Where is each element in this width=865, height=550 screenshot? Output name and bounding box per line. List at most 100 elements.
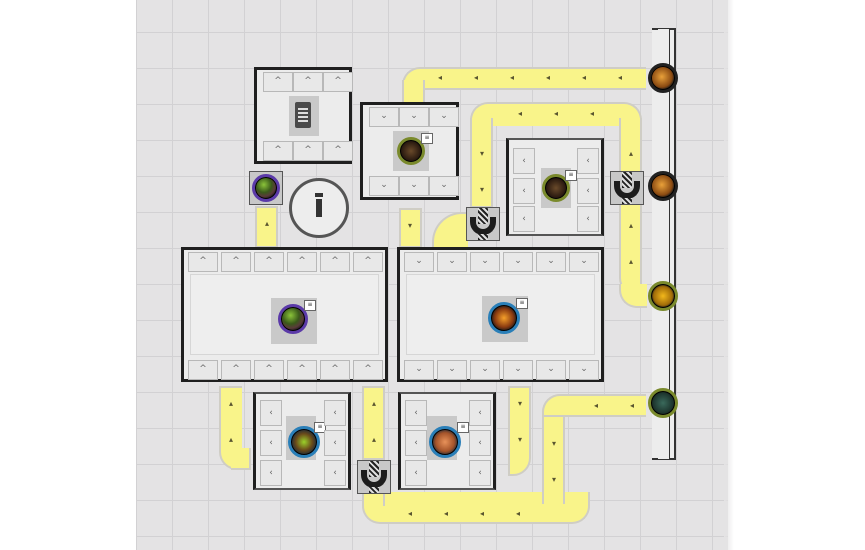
port-up[interactable]: ^ — [263, 72, 293, 92]
mine-4-crystal-ore-icon[interactable] — [648, 388, 678, 418]
port-down[interactable]: ⌄ — [503, 360, 533, 380]
arrow-icon: ▴ — [228, 435, 233, 444]
conveyor-loop-left[interactable] — [470, 118, 493, 208]
arrow-icon: ◂ — [515, 509, 520, 518]
arrow-icon: ▴ — [628, 257, 633, 266]
splitter-mid[interactable] — [466, 207, 500, 241]
arrow-icon: ◂ — [617, 73, 622, 82]
tower-icon-body — [316, 199, 322, 217]
port-left[interactable]: ‹ — [469, 460, 491, 486]
port-down[interactable]: ⌄ — [503, 252, 533, 272]
port-up[interactable]: ^ — [320, 360, 350, 380]
port-down[interactable]: ⌄ — [569, 360, 599, 380]
hub-core[interactable] — [289, 178, 349, 238]
crafter-bottom-right[interactable]: ‹ ‹ ‹ ≡ ‹ ‹ ‹ — [398, 392, 496, 490]
factory-large-left[interactable]: ^ ^ ^ ^ ^ ^ ≡ ^ ^ ^ ^ ^ ^ — [181, 247, 388, 382]
port-down[interactable]: ⌄ — [429, 176, 459, 196]
arrow-icon: ◂ — [553, 109, 558, 118]
conveyor-bottom-left-end[interactable] — [231, 448, 251, 470]
port-left[interactable]: ‹ — [577, 148, 599, 174]
smelter-top-middle[interactable]: ⌄ ⌄ ⌄ ≡ ⌄ ⌄ ⌄ — [360, 102, 459, 200]
port-up[interactable]: ^ — [188, 360, 218, 380]
arrow-icon: ▾ — [517, 435, 522, 444]
port-left[interactable]: ‹ — [577, 178, 599, 204]
port-left[interactable]: ‹ — [260, 460, 282, 486]
tower-icon — [315, 193, 323, 197]
conveyor-mid-bottom[interactable] — [362, 386, 385, 460]
port-left[interactable]: ‹ — [513, 206, 535, 232]
conveyor-top[interactable] — [402, 67, 646, 90]
port-down[interactable]: ⌄ — [369, 107, 399, 127]
mine-1-copper-ore-icon[interactable] — [648, 63, 678, 93]
smelter-top-right[interactable]: ‹ ‹ ‹ ≡ ‹ ‹ ‹ — [506, 138, 604, 236]
port-up[interactable]: ^ — [323, 72, 353, 92]
recipe-badge: ≡ — [565, 170, 577, 181]
splitter-right[interactable] — [610, 171, 644, 205]
port-up[interactable]: ^ — [323, 141, 353, 161]
mine-2-copper-ore-icon[interactable] — [648, 171, 678, 201]
splitter-stripe — [478, 234, 488, 240]
port-down[interactable]: ⌄ — [470, 360, 500, 380]
game-board[interactable]: ◂ ◂ ◂ ◂ ◂ ◂ ◂ ◂ ◂ ▾ ▾ ▴ ▴ ▴ ▾ ▴ ▴ ▴ ▴ ▴ … — [136, 0, 734, 550]
port-left[interactable]: ‹ — [513, 178, 535, 204]
factory-large-right[interactable]: ⌄ ⌄ ⌄ ⌄ ⌄ ⌄ ≡ ⌄ ⌄ ⌄ ⌄ ⌄ ⌄ — [397, 247, 604, 382]
conveyor-loop-right[interactable] — [619, 118, 642, 296]
port-left[interactable]: ‹ — [260, 430, 282, 456]
mine-3-gold-ore-icon[interactable] — [648, 281, 678, 311]
port-down[interactable]: ⌄ — [399, 107, 429, 127]
conveyor-curve-right-factory[interactable] — [432, 212, 468, 248]
port-up[interactable]: ^ — [254, 360, 284, 380]
bronze-lump-icon — [397, 137, 425, 165]
port-up[interactable]: ^ — [287, 252, 317, 272]
splitter-stripe — [478, 208, 488, 224]
conveyor-to-mine-3[interactable] — [619, 284, 647, 308]
port-left[interactable]: ‹ — [469, 400, 491, 426]
port-up[interactable]: ^ — [353, 252, 383, 272]
port-left[interactable]: ‹ — [577, 206, 599, 232]
output-slot[interactable] — [249, 171, 283, 205]
port-left[interactable]: ‹ — [324, 460, 346, 486]
recipe-badge: ≡ — [516, 298, 528, 309]
port-down[interactable]: ⌄ — [437, 360, 467, 380]
port-up[interactable]: ^ — [287, 360, 317, 380]
port-up[interactable]: ^ — [188, 252, 218, 272]
port-left[interactable]: ‹ — [513, 148, 535, 174]
port-down[interactable]: ⌄ — [536, 252, 566, 272]
green-circuit-stack-icon — [278, 304, 308, 334]
port-down[interactable]: ⌄ — [369, 176, 399, 196]
splitter-bottom[interactable] — [357, 460, 391, 494]
port-left[interactable]: ‹ — [324, 430, 346, 456]
port-up[interactable]: ^ — [254, 252, 284, 272]
arrow-icon: ◂ — [473, 73, 478, 82]
conveyor-top-down-leg[interactable] — [402, 80, 425, 104]
port-up[interactable]: ^ — [263, 141, 293, 161]
port-down[interactable]: ⌄ — [429, 107, 459, 127]
port-left[interactable]: ‹ — [405, 430, 427, 456]
port-left[interactable]: ‹ — [405, 460, 427, 486]
port-up[interactable]: ^ — [293, 141, 323, 161]
crafter-bottom-left[interactable]: ‹ ‹ ‹ ≡ ‹ ‹ ‹ — [253, 392, 351, 490]
port-down[interactable]: ⌄ — [536, 360, 566, 380]
port-up[interactable]: ^ — [221, 360, 251, 380]
port-down[interactable]: ⌄ — [470, 252, 500, 272]
port-down[interactable]: ⌄ — [404, 360, 434, 380]
port-up[interactable]: ^ — [293, 72, 323, 92]
port-up[interactable]: ^ — [353, 360, 383, 380]
port-down[interactable]: ⌄ — [437, 252, 467, 272]
arrow-icon: ◂ — [581, 73, 586, 82]
port-left[interactable]: ‹ — [405, 400, 427, 426]
port-left[interactable]: ‹ — [469, 430, 491, 456]
conveyor-loop-top[interactable] — [470, 102, 642, 126]
port-left[interactable]: ‹ — [260, 400, 282, 426]
arrow-icon: ◂ — [509, 73, 514, 82]
assembler-top-left[interactable]: ^ ^ ^ ^ ^ ^ — [254, 67, 353, 164]
port-left[interactable]: ‹ — [324, 400, 346, 426]
copper-cube-icon — [429, 426, 461, 458]
port-down[interactable]: ⌄ — [569, 252, 599, 272]
port-down[interactable]: ⌄ — [404, 252, 434, 272]
port-up[interactable]: ^ — [221, 252, 251, 272]
port-down[interactable]: ⌄ — [399, 176, 429, 196]
arrow-icon: ◂ — [443, 509, 448, 518]
port-up[interactable]: ^ — [320, 252, 350, 272]
conveyor-from-mine-4[interactable] — [542, 394, 646, 417]
